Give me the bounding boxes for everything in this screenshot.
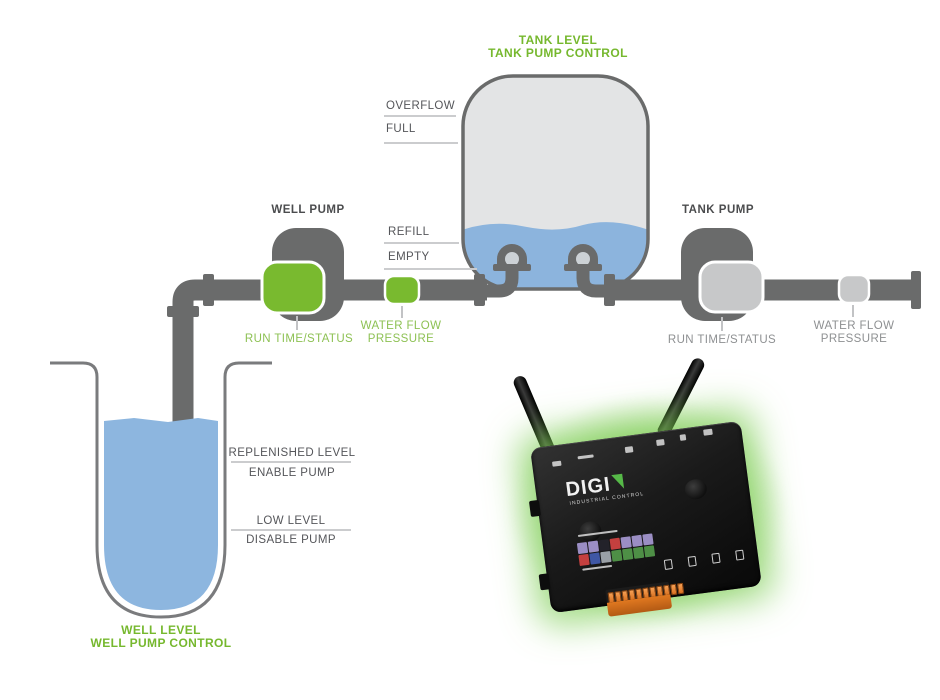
level-lines bbox=[231, 115, 477, 531]
well-level-low: LOW LEVEL bbox=[256, 515, 326, 527]
tank-flow-sensor bbox=[837, 273, 871, 305]
pumps bbox=[260, 228, 871, 321]
ethernet-icon bbox=[687, 555, 697, 567]
digi-triangle-icon bbox=[611, 473, 625, 491]
tank-level-overflow: OVERFLOW bbox=[386, 100, 456, 112]
antenna-port-icon bbox=[703, 428, 713, 436]
digi-controller: DIGI INDUSTRIAL CONTROL bbox=[528, 420, 762, 617]
pipe-end-cap bbox=[911, 271, 921, 309]
well-water bbox=[104, 418, 218, 610]
well-title-line1: WELL LEVEL bbox=[121, 623, 201, 637]
tank bbox=[461, 74, 650, 291]
well-pump-title: WELL PUMP bbox=[271, 204, 345, 216]
led-labels bbox=[577, 454, 594, 460]
pipe-fitting bbox=[167, 306, 199, 317]
well-pump-runtime-label: RUN TIME/STATUS bbox=[244, 333, 354, 345]
din-clip bbox=[538, 573, 551, 591]
din-clip bbox=[528, 499, 541, 518]
pipe-fitting bbox=[203, 274, 214, 306]
tank-pump-runtime-sensor bbox=[698, 260, 765, 314]
tank-outline bbox=[461, 74, 650, 291]
reset-icon bbox=[656, 438, 665, 446]
well-flow-label-line2: PRESSURE bbox=[367, 333, 435, 345]
tank-pump-title: TANK PUMP bbox=[681, 204, 755, 216]
well-level-disable: DISABLE PUMP bbox=[246, 534, 336, 546]
well-title-line2: WELL PUMP CONTROL bbox=[90, 636, 232, 650]
tank-level-full: FULL bbox=[386, 123, 416, 135]
tank-pump-runtime-label: RUN TIME/STATUS bbox=[667, 334, 777, 346]
sim-icon bbox=[624, 446, 634, 454]
tank-flow-label-line2: PRESSURE bbox=[820, 333, 888, 345]
tank-level-refill: REFILL bbox=[388, 226, 430, 238]
cellular-signal-icon bbox=[551, 460, 562, 467]
screw-cover bbox=[683, 477, 709, 501]
well-pump-runtime-sensor bbox=[260, 260, 326, 315]
port-icons bbox=[663, 549, 745, 570]
well-level-enable: ENABLE PUMP bbox=[248, 467, 336, 479]
terminal-block-connector bbox=[605, 581, 685, 617]
leader-lines bbox=[296, 305, 854, 331]
well bbox=[50, 361, 272, 619]
well-flow-sensor bbox=[383, 274, 421, 306]
well-flow-label-line1: WATER FLOW bbox=[360, 320, 442, 332]
well-outline bbox=[50, 361, 272, 619]
tank-flow-label-line1: WATER FLOW bbox=[813, 320, 895, 332]
well-level-replenished: REPLENISHED LEVEL bbox=[228, 447, 356, 459]
tank-level-empty: EMPTY bbox=[388, 251, 430, 263]
sd-card-icon bbox=[735, 549, 745, 561]
well-to-tank-pipe bbox=[172, 279, 487, 424]
serial-port-icon bbox=[711, 552, 721, 564]
power-led-icon bbox=[679, 434, 687, 441]
tank-title-line1: TANK LEVEL bbox=[518, 33, 598, 47]
tank-elbow-pipes bbox=[470, 244, 622, 298]
tank-title-line2: TANK PUMP CONTROL bbox=[488, 46, 628, 60]
usb-icon bbox=[663, 559, 674, 570]
